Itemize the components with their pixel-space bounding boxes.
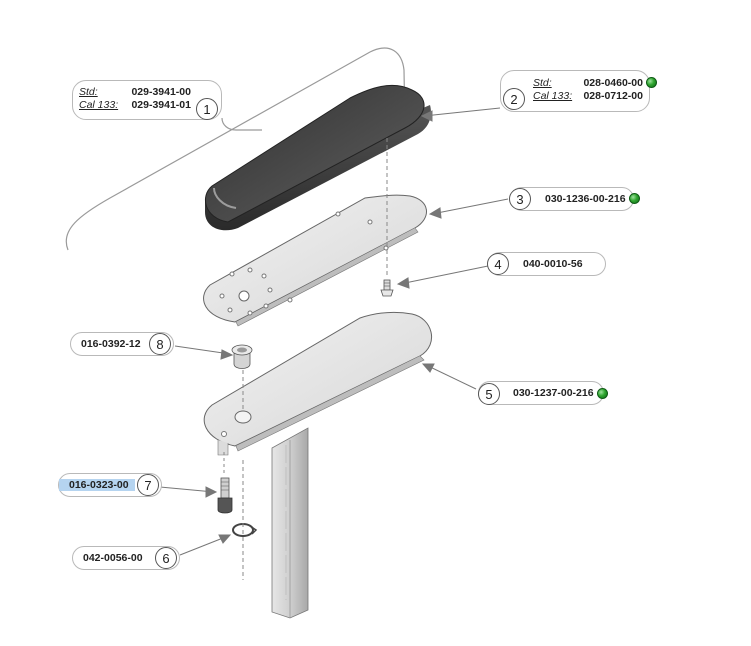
std-part-number[interactable]: 029-3941-00: [131, 86, 191, 98]
callout-6-number[interactable]: 6: [155, 547, 177, 569]
callout-2-box[interactable]: Std: 028-0460-00 Cal 133: 028-0712-00: [500, 70, 650, 112]
assembly-outline-hook: [221, 117, 262, 131]
callout-8-number[interactable]: 8: [149, 333, 171, 355]
std-label: Std:: [79, 86, 98, 98]
part-number[interactable]: 040-0010-56: [523, 258, 583, 270]
bolt-shape: [217, 477, 233, 514]
callout-7-number[interactable]: 7: [137, 474, 159, 496]
cal-label: Cal 133:: [79, 99, 119, 111]
assembly-outline: [65, 47, 406, 251]
std-label: Std:: [533, 77, 552, 89]
retaining-ring-shape: [232, 523, 258, 537]
callout-1-number[interactable]: 1: [196, 98, 218, 120]
callout-3-number[interactable]: 3: [509, 188, 531, 210]
part-number[interactable]: 016-0392-12: [81, 338, 141, 350]
std-part-number[interactable]: 028-0460-00: [583, 77, 643, 89]
callout-2-number[interactable]: 2: [503, 88, 525, 110]
part-number[interactable]: 030-1237-00-216: [513, 387, 594, 399]
part-number[interactable]: 030-1236-00-216: [545, 193, 626, 205]
top-plate-shape: [203, 194, 427, 327]
callout-4-number[interactable]: 4: [487, 253, 509, 275]
screw-shape: [380, 279, 394, 297]
part-number-selected[interactable]: 016-0323-00: [59, 479, 135, 491]
leader-lines: [159, 107, 509, 556]
callout-5-number[interactable]: 5: [478, 383, 500, 405]
cal-part-number[interactable]: 028-0712-00: [583, 90, 643, 102]
post-shape: [271, 427, 309, 619]
bushing-shape: [231, 344, 253, 369]
green-status-dot-icon: [646, 77, 657, 88]
green-status-dot-icon: [597, 388, 608, 399]
armrest-pad-shape: [204, 84, 431, 231]
cal-label: Cal 133:: [533, 90, 573, 102]
part-number[interactable]: 042-0056-00: [83, 552, 143, 564]
green-status-dot-icon: [629, 193, 640, 204]
cal-part-number[interactable]: 029-3941-01: [131, 99, 191, 111]
main-plate-shape: [203, 311, 432, 456]
